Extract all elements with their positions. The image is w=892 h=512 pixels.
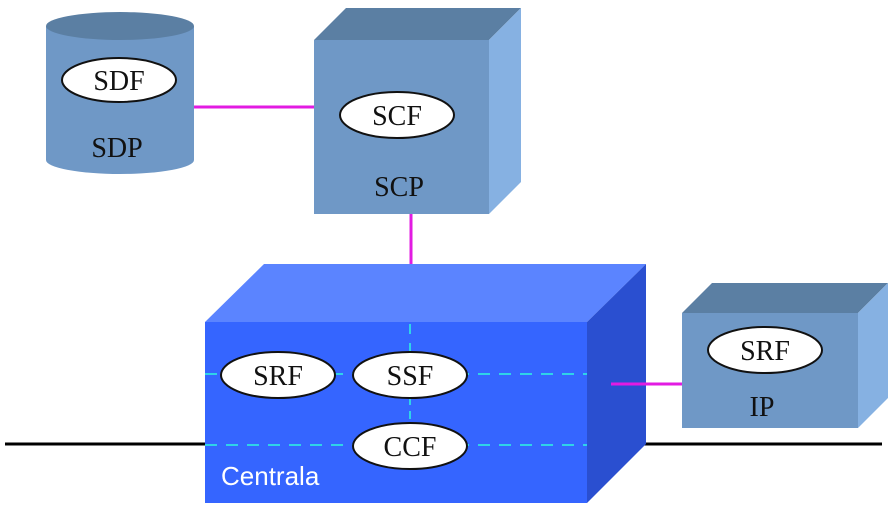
scp-box-top	[314, 8, 521, 40]
ssf-function-label: SSF	[387, 361, 434, 392]
scf-function-oval	[339, 91, 455, 139]
scp-node: SCF SCP	[314, 8, 521, 214]
sdp-node-label: SDP	[91, 133, 142, 164]
exchange-box-top	[205, 264, 646, 322]
ccf-function-oval	[352, 422, 468, 470]
scp-box-side	[489, 8, 521, 214]
ip-srf-function-oval	[707, 326, 823, 374]
sdp-database: SDF SDP	[46, 12, 194, 174]
sdf-function-label: SDF	[93, 66, 144, 97]
scp-node-label: SCP	[374, 172, 424, 203]
ip-srf-function-label: SRF	[740, 336, 790, 367]
srf-function-label: SRF	[253, 361, 303, 392]
scf-function-label: SCF	[372, 101, 422, 132]
exchange-node: SRF SSF CCF Centrala	[205, 264, 646, 503]
ip-node: SRF IP	[682, 283, 888, 428]
exchange-node-label: Centrala	[221, 461, 320, 491]
ip-box-top	[682, 283, 888, 313]
srf-function-oval	[220, 351, 336, 399]
ccf-function-label: CCF	[384, 432, 437, 463]
sdf-function-oval	[61, 57, 177, 103]
ip-box-side	[858, 283, 888, 428]
ip-node-label: IP	[750, 392, 775, 423]
sdp-cylinder-top	[46, 12, 194, 40]
ssf-function-oval	[352, 351, 468, 399]
